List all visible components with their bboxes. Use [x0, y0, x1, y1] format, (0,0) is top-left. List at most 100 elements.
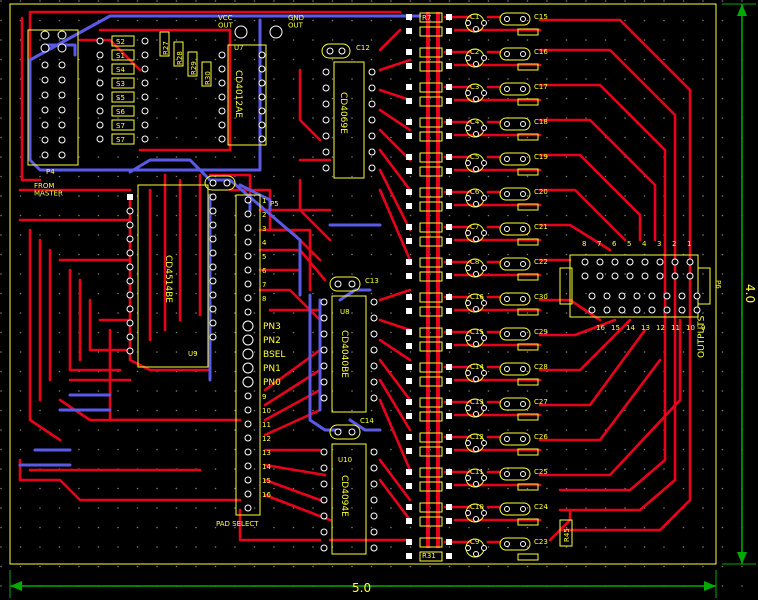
resistor-pad [406, 448, 412, 454]
cap-pad [520, 226, 526, 232]
p5-label: P5 [270, 200, 279, 208]
resistor-pad [406, 343, 412, 349]
cap-outline [499, 222, 531, 236]
small-resistors-top: R27 R28 R29 R30 [159, 31, 212, 87]
u9-decoder-chip: U9 CD4514BE [137, 184, 209, 368]
resistor-body [419, 411, 443, 422]
switch-label: S7 [116, 136, 125, 144]
u8-label: U8 [340, 308, 350, 316]
pad-select-label: PAD SELECT [216, 520, 259, 528]
resistor-pad [406, 329, 412, 335]
cap-outline [499, 47, 531, 61]
r29-label: R29 [190, 61, 198, 75]
pn3-label: PN3 [263, 322, 281, 332]
cap-small-outline [517, 203, 539, 211]
cap-outline [499, 362, 531, 376]
conn-pin-number: 7 [597, 240, 601, 248]
p6-top-numbers: 8 7 6 5 4 3 2 1 [582, 240, 691, 248]
cap-small-outline [517, 518, 539, 526]
cap-pad [520, 296, 526, 302]
conn-pin-number: 4 [642, 240, 647, 248]
cap-label-left: C3 [470, 83, 479, 91]
dimension-width [9, 570, 717, 598]
gnd-out-pad [269, 25, 283, 39]
p6-bottom-numbers: 16 15 14 13 12 11 10 9 [596, 324, 705, 332]
resistor-pad [446, 84, 452, 90]
switch-label: S7 [116, 122, 125, 130]
resistor-body [419, 187, 443, 198]
cap-label-left: C10 [470, 503, 484, 511]
transistor-pad [473, 376, 479, 382]
transistor-pad [473, 271, 479, 277]
u7-pads [218, 51, 266, 143]
transistor-pad [465, 335, 471, 341]
resistor-pad [406, 553, 412, 559]
connector-pad [663, 292, 671, 300]
cap-pad [520, 86, 526, 92]
cap-pad [504, 86, 510, 92]
resistor-body [419, 12, 443, 23]
resistor-pad [406, 518, 412, 524]
cap-pad [504, 541, 510, 547]
cap-small-outline [517, 273, 539, 281]
resistor-pad [406, 413, 412, 419]
resistor-body [419, 362, 443, 373]
cap-pad [504, 471, 510, 477]
transistor-pad [481, 300, 487, 306]
resistor-pad [406, 119, 412, 125]
transistor-pad [481, 405, 487, 411]
resistor-body [419, 257, 443, 268]
transistor-pad [473, 481, 479, 487]
transistor-pad [465, 265, 471, 271]
resistor-body [419, 292, 443, 303]
r30-label: R30 [204, 71, 212, 85]
connector-pad [678, 306, 686, 314]
cap-outline [499, 257, 531, 271]
connector-pad [686, 272, 694, 280]
connector-pad [603, 292, 611, 300]
cap-pad [504, 296, 510, 302]
resistor-pad [446, 434, 452, 440]
resistor-pad [446, 539, 452, 545]
transistor-pad [465, 510, 471, 516]
resistor-body [419, 96, 443, 107]
cap-pad [520, 16, 526, 22]
connector-pad [588, 306, 596, 314]
upper-inverter-pads [322, 68, 376, 172]
resistor-pad [406, 364, 412, 370]
cap-small-outline [517, 553, 539, 561]
pin-label: 12 [262, 435, 271, 443]
connector-pad [626, 258, 634, 266]
transistor-pad [473, 236, 479, 242]
cap-outline [499, 187, 531, 201]
transistor-pad [481, 440, 487, 446]
cap-outline [499, 82, 531, 96]
cap-label-left: C5 [470, 153, 479, 161]
c13-cap: C13 [329, 276, 379, 292]
transistor-pad [465, 125, 471, 131]
switch-label: S1 [116, 52, 125, 60]
resistor-body [419, 306, 443, 317]
u10-label: U10 [338, 456, 352, 464]
cap-pad [520, 506, 526, 512]
cap-pad [504, 506, 510, 512]
cap-label-left: C16 [470, 293, 484, 301]
conn-pin-number: 16 [596, 324, 605, 332]
resistor-body [419, 481, 443, 492]
c14-label: C14 [360, 417, 374, 425]
cap-label-left: C13 [470, 398, 484, 406]
resistor-body [419, 236, 443, 247]
cap-label-left: C1 [470, 13, 479, 21]
cap-small-outline [517, 378, 539, 386]
resistor-pad [406, 483, 412, 489]
transistor-pad [481, 160, 487, 166]
c13-label: C13 [365, 277, 379, 285]
transistor-pad [465, 545, 471, 551]
resistor-pad [446, 308, 452, 314]
resistor-pad [446, 49, 452, 55]
cap-outline [499, 327, 531, 341]
p6-output-connector: P6 OUTPUTS [559, 254, 722, 358]
